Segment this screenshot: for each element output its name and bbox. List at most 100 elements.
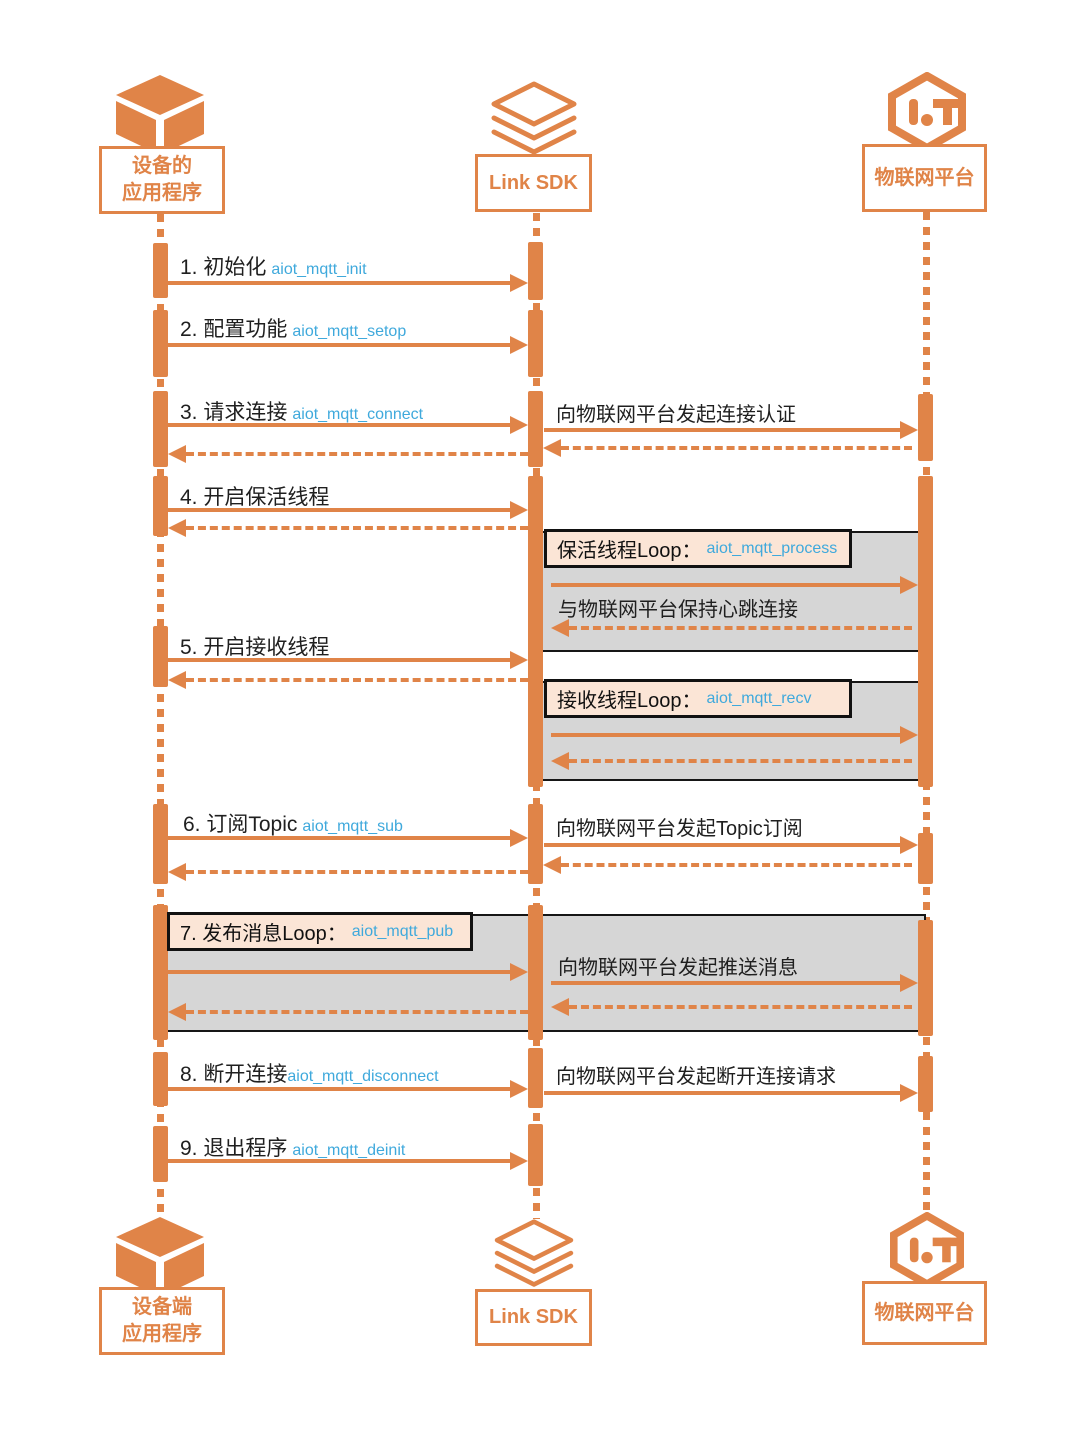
message-8-code: aiot_mqtt_disconnect [287,1068,439,1085]
message-1-code: aiot_mqtt_init [271,261,367,278]
message-8-text: 8. 断开连接 [180,1063,288,1086]
message-5-arrow [168,651,528,669]
device-activation-1 [153,243,168,298]
message-6-forward-arrow [544,836,918,854]
keepalive-loop-code: aiot_mqtt_process [706,539,838,557]
publish-loop-label: 7. 发布消息Loop：aiot_mqtt_pub [167,912,473,951]
message-9-text: 9. 退出程序 [180,1137,288,1160]
device-lifeline [157,214,164,1218]
iot-activation-8 [918,1056,933,1112]
actor-device-top-line1: 设备的 [132,155,192,177]
device-activation-8 [153,1052,168,1106]
message-9-code: aiot_mqtt_deinit [292,1142,406,1159]
device-activation-4 [153,476,168,536]
actor-device-top: 设备的 应用程序 [99,146,225,214]
keepalive-loop-note: 与物联网平台保持心跳连接 [558,599,798,621]
message-4-arrow [168,501,528,519]
keepalive-loop-arrow [551,576,918,594]
device-activation-7 [153,905,168,1040]
cube-icon [116,1217,204,1295]
sdk-activation-threads [528,476,543,787]
actor-iot-top-label: 物联网平台 [874,166,975,189]
actor-sdk-bottom: Link SDK [475,1289,592,1346]
sdk-activation-7 [528,905,543,1040]
message-5-label: 5. 开启接收线程 [180,631,329,661]
actor-sdk-top-label: Link SDK [489,171,578,194]
message-2-text: 2. 配置功能 [180,318,288,341]
iot-activation-threads [918,476,933,787]
iot-activation-6 [918,833,933,884]
actor-sdk-top: Link SDK [475,154,592,212]
message-6-arrow [168,829,528,847]
sdk-activation-2 [528,310,543,377]
actor-iot-bottom: 物联网平台 [862,1281,987,1345]
message-8-arrow [168,1080,528,1098]
receive-loop-code: aiot_mqtt_recv [706,689,812,707]
message-4-return-arrow [168,519,528,537]
publish-loop-arrow [168,963,528,981]
message-6-note: 向物联网平台发起Topic订阅 [556,818,803,840]
actor-iot-bottom-label: 物联网平台 [874,1301,975,1324]
publish-loop-forward-arrow [551,974,918,992]
receive-loop-return-arrow [551,752,912,770]
actor-device-bottom-line2: 应用程序 [122,1323,202,1345]
sdk-activation-3 [528,391,543,467]
message-6-return-arrow [168,863,528,881]
message-8-label: 8. 断开连接aiot_mqtt_disconnect [180,1058,439,1088]
device-activation-3 [153,391,168,467]
publish-loop-note: 向物联网平台发起推送消息 [558,957,798,979]
message-4-label: 4. 开启保活线程 [180,481,329,511]
message-3-return-arrow [168,445,528,463]
message-3-forward-arrow [544,421,918,439]
receive-loop-title: 接收线程Loop： [557,690,702,712]
publish-loop-return-arrow [168,1003,528,1021]
actor-device-bottom-line1: 设备端 [132,1296,192,1318]
sdk-activation-8 [528,1048,543,1108]
actor-sdk-bottom-label: Link SDK [489,1306,578,1328]
actor-iot-top: 物联网平台 [862,144,987,212]
iot-activation-7 [918,920,933,1036]
message-3-note: 向物联网平台发起连接认证 [556,404,796,426]
receive-loop-arrow [551,726,918,744]
keepalive-loop-return-arrow [551,619,912,637]
message-3-code: aiot_mqtt_connect [292,406,424,423]
sdk-activation-6 [528,804,543,884]
message-2-code: aiot_mqtt_setop [292,323,407,340]
iot-hexagon-icon [888,72,966,150]
message-6-forward-return-arrow [543,856,912,874]
cube-icon [116,75,204,153]
device-activation-6 [153,804,168,884]
keepalive-loop-title: 保活线程Loop： [557,540,702,562]
message-4-text: 4. 开启保活线程 [180,486,330,509]
message-1-text: 1. 初始化 [180,256,267,279]
device-activation-9 [153,1126,168,1182]
layers-icon [494,1219,574,1287]
message-2-arrow [168,336,528,354]
message-5-text: 5. 开启接收线程 [180,636,330,659]
publish-loop-code: aiot_mqtt_pub [351,922,454,940]
message-9-arrow [168,1152,528,1170]
sdk-activation-1 [528,242,543,300]
device-activation-5 [153,626,168,687]
message-3-forward-return-arrow [543,439,912,457]
device-activation-2 [153,310,168,377]
message-3-text: 3. 请求连接 [180,401,288,424]
message-5-return-arrow [168,671,528,689]
message-3-arrow [168,416,528,434]
iot-activation-3 [918,394,933,461]
message-8-forward-arrow [544,1084,918,1102]
message-8-note: 向物联网平台发起断开连接请求 [556,1066,836,1088]
message-6-text: 6. 订阅Topic [183,813,298,836]
keepalive-loop-label: 保活线程Loop：aiot_mqtt_process [544,529,852,568]
publish-loop-title: 7. 发布消息Loop： [180,923,347,945]
iot-hexagon-icon [890,1212,964,1286]
message-1-arrow [168,274,528,292]
receive-loop-label: 接收线程Loop：aiot_mqtt_recv [544,679,852,718]
publish-loop-forward-return-arrow [551,998,912,1016]
